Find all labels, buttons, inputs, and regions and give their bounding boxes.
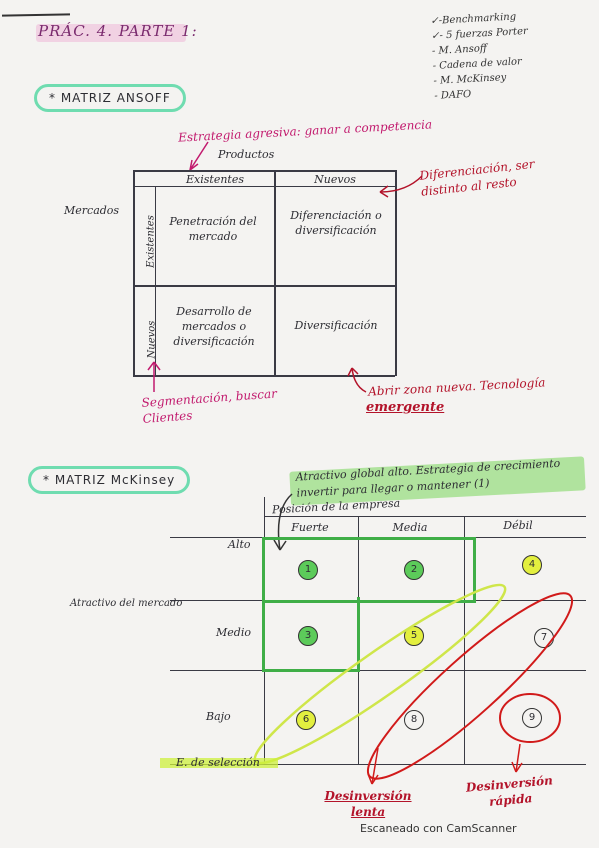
strategy-arrow <box>189 141 209 171</box>
mck-row-header: Bajo <box>206 710 231 723</box>
abrir-arrow <box>347 367 367 393</box>
ansoff-cell: Diversificación <box>294 319 378 332</box>
growth-zone-outline <box>262 537 476 603</box>
cell-marker: 8 <box>404 710 424 730</box>
desinversion-lenta-note: Desinversión lenta <box>324 789 412 819</box>
mck-col-header: Débil <box>503 519 533 532</box>
mck-col-header: Fuerte <box>291 521 329 534</box>
cell-marker: 1 <box>298 560 318 580</box>
scanner-watermark: Escaneado con CamScanner <box>360 822 517 835</box>
title-highlight <box>36 24 186 42</box>
growth-zone-outline <box>262 597 360 672</box>
ansoff-col-header: Nuevos <box>314 173 356 186</box>
ansoff-cell: Desarrollo de mercados o diversificación <box>173 305 255 348</box>
selection-highlight <box>160 758 278 768</box>
ansoff-cell: Diferenciación o diversificación <box>290 209 382 237</box>
ansoff-cell: Penetración del mercado <box>169 215 257 243</box>
mck-row-header: Alto <box>228 538 251 551</box>
markets-label: Mercados <box>64 204 120 217</box>
mck-col-header: Media <box>392 521 428 534</box>
cell-marker: 9 <box>522 708 542 728</box>
mckinsey-heading: * MATRIZ McKinsey <box>28 466 191 494</box>
ansoff-heading: * MATRIZ ANSOFF <box>34 84 186 112</box>
ansoff-col-header: Existentes <box>186 173 244 186</box>
cell-marker: 4 <box>522 555 542 575</box>
selection-label: E. de selección <box>176 756 260 769</box>
mck-row-header: Medio <box>216 626 251 639</box>
cell-marker: 6 <box>296 710 316 730</box>
segmentacion-arrow <box>147 361 161 392</box>
cell-marker: 3 <box>298 626 318 646</box>
emergente-note: emergente <box>366 400 445 415</box>
cell-marker: 2 <box>404 560 424 580</box>
diferenciacion-arrow <box>379 175 423 198</box>
products-label: Productos <box>218 148 275 161</box>
attractiveness-label: Atractivo del mercado <box>70 598 183 609</box>
page-title: PRÁC. 4. PARTE 1: <box>38 22 198 40</box>
